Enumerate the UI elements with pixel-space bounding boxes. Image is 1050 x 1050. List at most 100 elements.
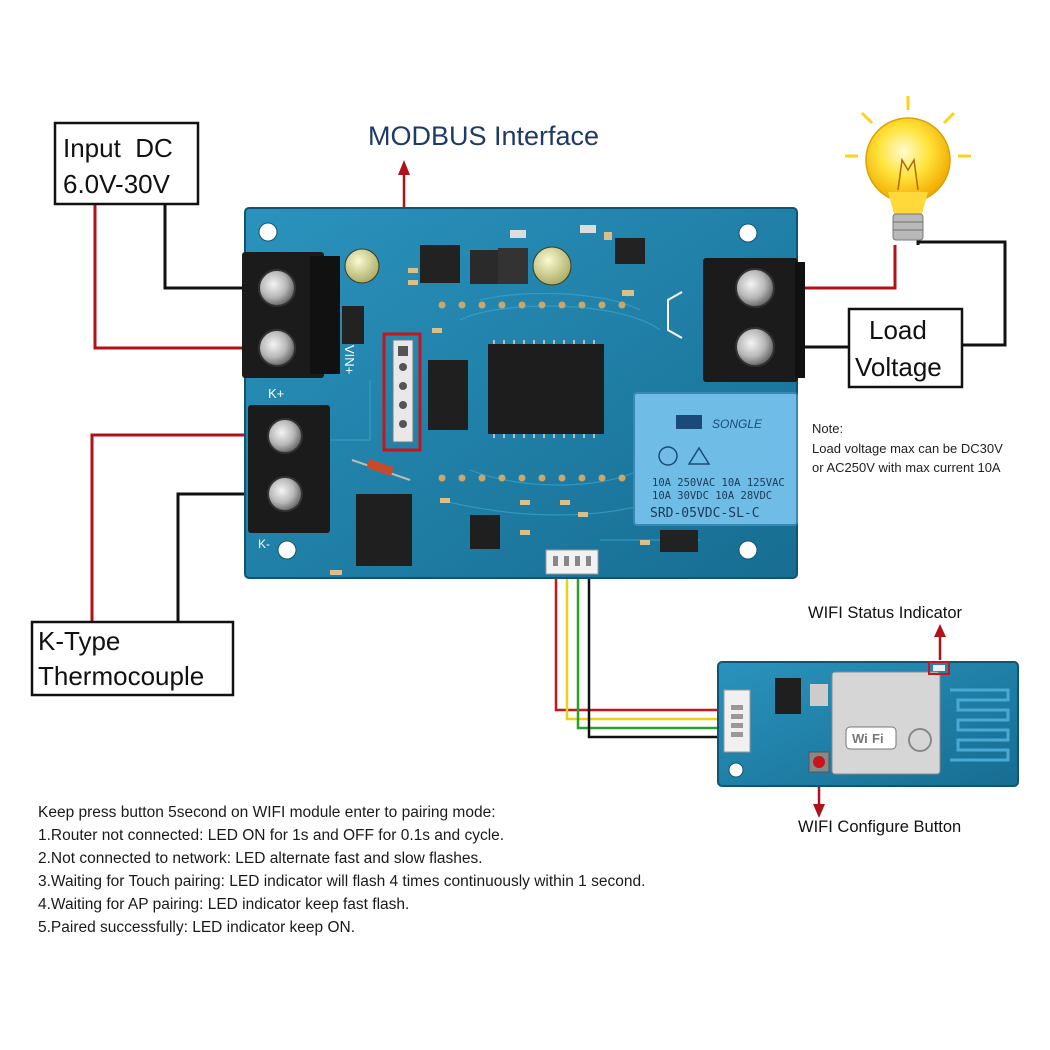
inductor-chip [498,248,528,284]
modbus-header-highlight [382,332,422,452]
thermo-red-wire [90,433,275,622]
instruction-item-3: 3.Waiting for Touch pairing: LED indicat… [38,873,645,890]
capacitor [532,246,572,286]
note-line3: or AC250V with max current 10A [812,460,1001,475]
load-black-wire-top [916,240,1007,347]
wifi-status-led-highlight [928,661,950,675]
relay-model: SRD-05VDC-SL-C [650,506,760,521]
load-terminal-flange [795,262,805,378]
thermocouple-screw-minus [267,476,303,512]
modbus-label: MODBUS Interface [368,121,599,151]
load-bracket-mark [667,291,683,339]
relay-brand: SONGLE [712,417,763,431]
mounting-hole [738,540,758,560]
pcb-antenna [950,688,1010,762]
wifi-module: Wi Fi [717,661,1019,787]
input-screw-positive [258,329,296,367]
load-label-line1: Load [869,315,927,345]
controller-board: VIN+ K+ K- [242,207,805,579]
relay-warning-mark [687,446,711,465]
mounting-hole [277,540,297,560]
transistor-chip [615,238,645,264]
smd-component [510,230,526,238]
wifi-logo-badge [845,726,897,750]
wifi-configure-button[interactable] [813,756,825,768]
wires [90,160,1007,818]
k-plus-marking: K+ [268,386,284,401]
ktype-label-line1: K-Type [38,626,120,656]
relay-logo [676,415,702,429]
cable-yellow [565,572,740,721]
vin-marking: VIN+ [342,345,357,374]
connector-pins [553,556,591,566]
load-screw-bottom [735,327,775,367]
relay-rating-line1: 10A 250VAC 10A 125VAC [652,477,785,489]
cable-red [554,572,740,712]
display-footprint-bottom [438,474,626,482]
wifi-connector [723,689,751,753]
instruction-item-1: 1.Router not connected: LED ON for 1s an… [38,827,504,844]
mcu-pins [493,340,595,438]
modbus-arrow-head [398,160,410,175]
load-screw-top [735,268,775,308]
instructions-title: Keep press button 5second on WIFI module… [38,804,496,821]
mounting-hole [728,762,744,778]
instruction-item-5: 5.Paired successfully: LED indicator kee… [38,919,355,936]
amp-chip [470,515,500,549]
smd-component [580,225,596,233]
mounting-hole [738,223,758,243]
wifi-connector-pins [731,705,743,737]
mounting-hole [258,222,278,242]
wifi-configure-arrow-head [813,804,825,818]
diode-chip [470,250,498,284]
note-line2: Load voltage max can be DC30V [812,441,1003,456]
pairing-instructions: Keep press button 5second on WIFI module… [38,804,645,936]
light-bulb [845,96,971,241]
relay [633,392,798,526]
input-black-wire [163,196,275,290]
relay-cert-mark [658,446,678,466]
note-line1: Note: [812,421,843,436]
load-note: Note: Load voltage max can be DC30V or A… [812,421,1003,475]
thermocouple-screw-plus [267,418,303,454]
cable-green [576,572,740,730]
capacitor [344,248,380,284]
wifi-configure-label: WIFI Configure Button [798,818,961,836]
load-label-line2: Voltage [855,352,942,382]
logic-chip [356,494,412,566]
wifi-status-label: WIFI Status Indicator [808,604,963,622]
thermo-black-wire [176,492,275,622]
input-dc-title: Input DC [63,133,173,163]
smd-components [330,232,650,575]
input-red-wire [93,196,275,350]
wifi-logo-wi: Wi [852,731,868,746]
cable-black [587,572,740,739]
bulb-rays [845,96,971,158]
display-footprint-top [438,301,626,309]
glass-diode [366,459,394,477]
instruction-item-4: 4.Waiting for AP pairing: LED indicator … [38,896,409,913]
driver-chip [428,360,468,430]
k-minus-marking: K- [258,537,270,551]
diode-chip [660,530,698,552]
wifi-status-arrow-head [934,624,946,637]
load-voltage-label: Load Voltage [847,307,964,389]
modbus-header [392,339,414,443]
bulb-neck [888,192,928,214]
ktype-label-line2: Thermocouple [38,661,204,691]
diode-chip [342,306,364,344]
instruction-item-2: 2.Not connected to network: LED alternat… [38,850,483,867]
bulb-filament [897,157,919,191]
wifi-status-led [933,665,945,671]
bulb-glass [865,117,951,203]
mcu-chip [488,344,604,434]
input-terminal-divider [310,256,340,374]
modbus-pins [398,346,408,428]
esp-module [831,671,941,775]
wifi-logo-fi: Fi [872,731,884,746]
regulator-chip [420,245,460,283]
wifi-capacitor [810,684,828,706]
bulb-base [892,213,924,241]
wifi-regulator [775,678,801,714]
